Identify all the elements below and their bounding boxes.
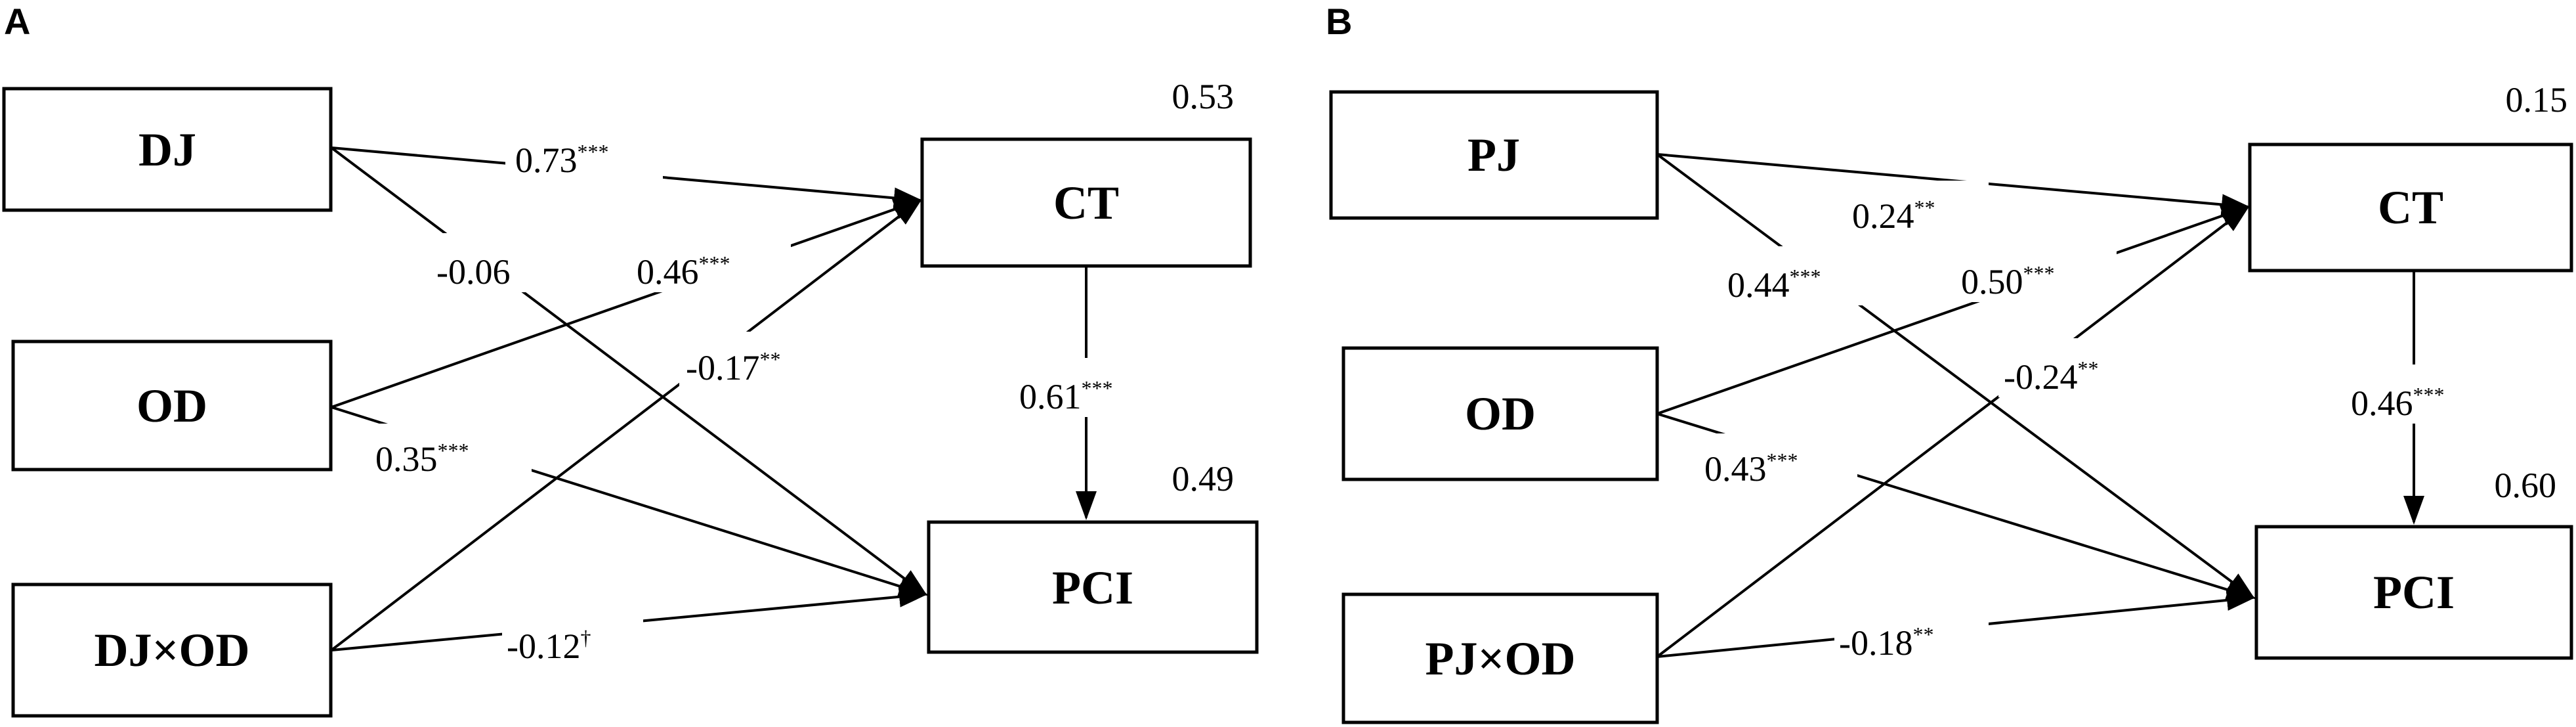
label-bg (1014, 358, 1162, 417)
node-djxod: DJ×OD (11, 583, 333, 718)
label-bg (630, 233, 791, 292)
label-bg (1723, 246, 1884, 305)
edge-od-to-ct (331, 199, 923, 408)
node-pjxod: PJ×OD (1341, 592, 1659, 724)
coef-pjxod-pci: -0.18** (1839, 623, 1933, 663)
panel-b: B PJ OD PJ×OD CT (1326, 1, 2573, 724)
label-bg (1700, 433, 1857, 489)
coef-pj-ct: 0.24** (1852, 196, 1935, 236)
label-bg (505, 135, 663, 181)
node-label: DJ×OD (94, 624, 249, 676)
r-squared-pci: 0.60 (2495, 466, 2557, 505)
coef-pjxod-ct: -0.24** (2004, 357, 2098, 397)
coef-dj-pci: -0.06 (436, 252, 510, 292)
coef-dj-ct: 0.73*** (515, 140, 609, 180)
edge-dj-to-pci (330, 146, 928, 596)
label-bg (371, 424, 532, 479)
label-bg (1848, 181, 1989, 236)
node-label: OD (1465, 387, 1536, 440)
node-pci: PCI (2254, 525, 2573, 660)
node-label: OD (137, 380, 207, 432)
label-bg (2346, 364, 2497, 424)
r-squared-ct: 0.53 (1172, 77, 1235, 116)
node-od: OD (11, 340, 333, 472)
node-label: PJ (1467, 129, 1520, 181)
label-bg (502, 611, 643, 667)
node-label: PJ×OD (1425, 632, 1575, 685)
edge-od-to-ct (1657, 206, 2250, 415)
edge-djxod-to-ct (330, 198, 923, 651)
node-label: PCI (1052, 562, 1133, 614)
node-label: PCI (2373, 566, 2455, 619)
coef-djxod-ct: -0.17** (686, 347, 780, 387)
label-bg (1834, 607, 1989, 663)
edge-pjxod-to-ct (1656, 205, 2250, 658)
node-label: CT (1053, 177, 1119, 229)
panel-label-a: A (4, 1, 30, 42)
node-pci: PCI (927, 520, 1259, 654)
r-squared-ct: 0.15 (2506, 80, 2568, 120)
coef-od-pci: 0.43*** (1704, 449, 1798, 489)
panel-label-b: B (1326, 1, 1352, 42)
coef-pj-pci: 0.44*** (1727, 265, 1821, 305)
coef-djxod-pci: -0.12† (507, 626, 591, 666)
node-od: OD (1341, 346, 1659, 481)
label-bg (679, 332, 840, 387)
coef-ct-pci: 0.46*** (2351, 383, 2445, 423)
node-label: CT (2378, 181, 2443, 234)
node-ct: CT (2248, 143, 2573, 273)
coef-od-ct: 0.50*** (1961, 261, 2055, 301)
label-bg (1956, 243, 2117, 302)
node-dj: DJ (2, 87, 333, 212)
coef-od-pci: 0.35*** (375, 439, 469, 479)
coef-ct-pci: 0.61*** (1019, 376, 1113, 416)
node-ct: CT (920, 137, 1252, 268)
node-pj: PJ (1329, 90, 1659, 220)
label-bg (1998, 338, 2159, 397)
node-label: DJ (138, 123, 196, 176)
panel-a: A DJ OD DJ×OD CT (2, 1, 1259, 718)
coef-od-ct: 0.46*** (637, 252, 730, 292)
label-bg (430, 233, 564, 292)
r-squared-pci: 0.49 (1172, 459, 1235, 498)
edge-pj-to-pci (1656, 153, 2256, 600)
